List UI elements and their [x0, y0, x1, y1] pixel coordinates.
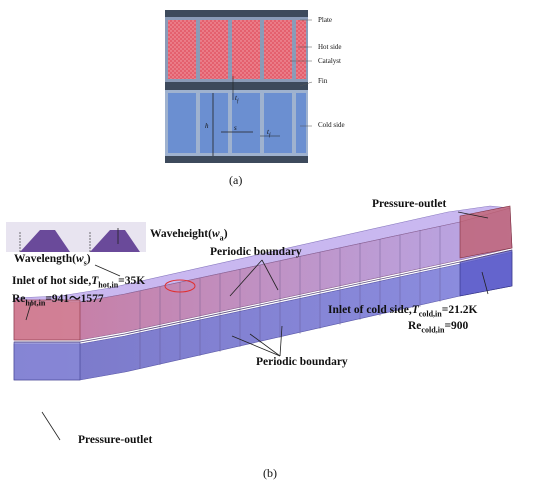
label-catalyst: Catalyst	[318, 57, 341, 65]
label-inlet-hot: Inlet of hot side,Thot,in=35K	[12, 275, 146, 290]
label-h: h	[205, 122, 209, 130]
label-hot-side: Hot side	[318, 43, 342, 51]
channel-dividers	[139, 226, 441, 369]
hot-side-channels	[168, 20, 306, 79]
wave-highlight-ellipse	[164, 279, 196, 293]
label-wavelength: Wavelength(ws)	[14, 253, 91, 268]
hot-outlet-block	[459, 205, 513, 259]
label-tf-top: tf	[235, 94, 239, 105]
annotation-arrows	[25, 211, 489, 441]
cross-section-diagram	[165, 10, 313, 163]
cold-outlet-block	[13, 341, 81, 381]
caption-b: (b)	[263, 466, 277, 480]
label-plate: Plate	[318, 16, 332, 24]
cold-side-channels	[168, 93, 306, 153]
label-periodic-boundary-top: Periodic boundary	[210, 246, 302, 258]
label-pressure-outlet-bottom: Pressure-outlet	[78, 434, 153, 446]
label-fin: Fin	[318, 77, 328, 85]
label-re-cold: Recold,in=900	[408, 320, 469, 335]
label-re-hot: Rehot,in=941～1577	[12, 293, 104, 308]
plate-middle	[165, 82, 308, 90]
wave-profile-inset	[6, 222, 146, 252]
hot-inlet-block	[13, 299, 81, 341]
label-cold-side: Cold side	[318, 121, 345, 129]
caption-a: (a)	[229, 173, 243, 187]
plate-top	[165, 10, 308, 17]
label-periodic-boundary-bottom: Periodic boundary	[256, 356, 348, 368]
label-s: s	[234, 124, 237, 132]
label-pressure-outlet-top: Pressure-outlet	[372, 198, 447, 210]
label-waveheight: Waveheight(wa)	[150, 228, 228, 243]
heat-exchanger-3d-model	[13, 205, 513, 381]
plate-bottom	[165, 156, 308, 163]
label-tf-side: tf	[267, 128, 271, 139]
label-inlet-cold: Inlet of cold side,Tcold,in=21.2K	[328, 304, 478, 319]
